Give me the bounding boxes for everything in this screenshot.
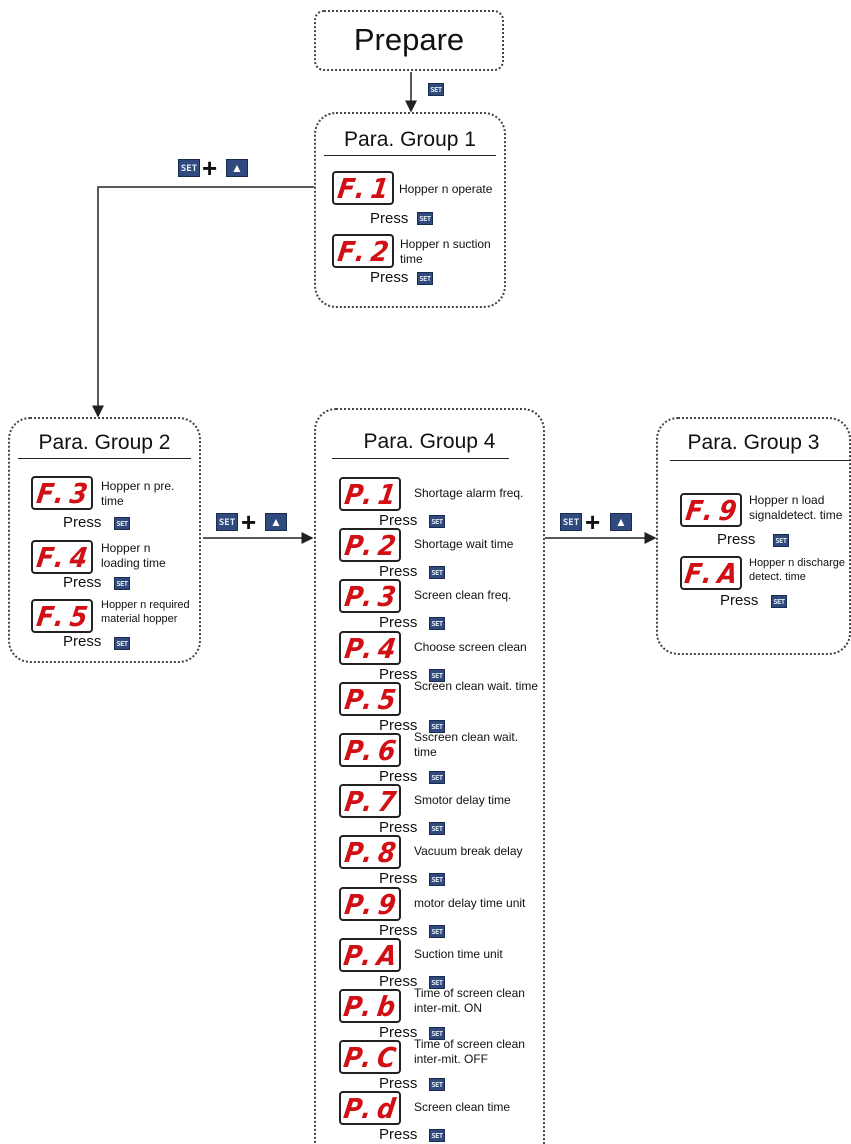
press-label: Press: [370, 269, 409, 286]
set-key-icon: SET: [429, 771, 445, 784]
press-label: Press: [379, 1075, 418, 1092]
display-f3: F.3: [31, 476, 93, 510]
label-f9: Hopper n load signaldetect. time: [749, 493, 843, 522]
display-p6: P.6: [339, 733, 401, 767]
label-p5: Screen clean wait. time: [414, 679, 539, 693]
press-label: Press: [379, 768, 418, 785]
press-label: Press: [717, 531, 756, 548]
set-key-icon: SET: [428, 83, 444, 96]
group2-title: Para. Group 2: [38, 431, 171, 454]
set-key-icon: SET: [771, 595, 787, 608]
set-key-icon: SET: [429, 720, 445, 733]
set-key-icon: SET: [429, 1078, 445, 1091]
display-f5: F.5: [31, 599, 93, 633]
display-p5: P.5: [339, 682, 401, 716]
press-label: Press: [379, 870, 418, 887]
label-fa: Hopper n discharge detect. time: [749, 557, 846, 583]
set-key-icon: SET: [429, 976, 445, 989]
display-p3: P.3: [339, 579, 401, 613]
press-label: Press: [379, 666, 418, 683]
press-label: Press: [63, 574, 102, 591]
label-p1: Shortage alarm freq.: [414, 486, 524, 500]
press-label: Press: [379, 717, 418, 734]
prepare-box: Prepare: [314, 10, 504, 71]
press-label: Press: [379, 614, 418, 631]
arrow-group1-to-group2: [92, 186, 314, 418]
press-label: Press: [379, 922, 418, 939]
display-p10: P.A: [339, 938, 401, 972]
up-arrow-key-icon: ▲: [610, 513, 632, 531]
label-p10: Suction time unit: [414, 947, 503, 961]
display-p9: P.9: [339, 887, 401, 921]
set-key-icon: SET: [417, 272, 433, 285]
display-f1: F.1: [332, 171, 394, 205]
label-p7: Smotor delay time: [414, 793, 511, 807]
set-key-icon: SET: [773, 534, 789, 547]
plus-sign: +: [585, 507, 601, 537]
set-key-icon: SET: [178, 159, 200, 177]
display-p13: P.d: [339, 1091, 401, 1125]
label-f1: Hopper n operate: [399, 182, 493, 196]
label-f3: Hopper n pre. time: [101, 479, 175, 508]
label-p11: Time of screen clean inter-mit. ON: [414, 986, 525, 1015]
press-label: Press: [379, 1126, 418, 1143]
label-f5: Hopper n required material hopper: [101, 599, 190, 625]
group3-box: Para. Group 3: [656, 417, 851, 655]
set-key-icon: SET: [429, 925, 445, 938]
press-label: Press: [379, 973, 418, 990]
label-p4: Choose screen clean: [414, 640, 527, 654]
label-f2: Hopper n suction time: [400, 237, 491, 266]
display-fa: F.A: [680, 556, 742, 590]
label-p13: Screen clean time: [414, 1100, 511, 1114]
display-p11: P.b: [339, 989, 401, 1023]
set-key-icon: SET: [429, 566, 445, 579]
press-label: Press: [370, 210, 409, 227]
display-p12: P.C: [339, 1040, 401, 1074]
press-label: Press: [379, 819, 418, 836]
display-p8: P.8: [339, 835, 401, 869]
set-key-icon: SET: [429, 515, 445, 528]
group3-title: Para. Group 3: [687, 431, 820, 454]
set-key-icon: SET: [114, 517, 130, 530]
plus-sign: +: [241, 507, 257, 537]
press-label: Press: [63, 633, 102, 650]
plus-sign: +: [202, 153, 218, 183]
group1-title: Para. Group 1: [344, 128, 476, 151]
label-p9: motor delay time unit: [414, 896, 526, 910]
group4-title: Para. Group 4: [363, 430, 496, 453]
label-f4: Hopper n loading time: [101, 541, 166, 570]
prepare-title: Prepare: [353, 22, 465, 57]
label-p6: Sscreen clean wait. time: [414, 730, 519, 759]
display-f4: F.4: [31, 540, 93, 574]
press-label: Press: [379, 512, 418, 529]
set-key-icon: SET: [216, 513, 238, 531]
set-key-icon: SET: [429, 1027, 445, 1040]
set-key-icon: SET: [417, 212, 433, 225]
press-label: Press: [63, 514, 102, 531]
display-p1: P.1: [339, 477, 401, 511]
label-p8: Vacuum break delay: [414, 844, 523, 858]
press-label: Press: [379, 563, 418, 580]
label-p3: Screen clean freq.: [414, 588, 512, 602]
press-label: Press: [720, 592, 759, 609]
display-p4: P.4: [339, 631, 401, 665]
press-label: Press: [379, 1024, 418, 1041]
set-key-icon: SET: [429, 669, 445, 682]
set-key-icon: SET: [560, 513, 582, 531]
label-p2: Shortage wait time: [414, 537, 514, 551]
set-key-icon: SET: [429, 617, 445, 630]
set-key-icon: SET: [429, 1129, 445, 1142]
up-arrow-key-icon: ▲: [265, 513, 287, 531]
label-p12: Time of screen clean inter-mit. OFF: [414, 1037, 525, 1066]
set-key-icon: SET: [114, 637, 130, 650]
up-arrow-key-icon: ▲: [226, 159, 248, 177]
display-f9: F.9: [680, 493, 742, 527]
set-key-icon: SET: [429, 873, 445, 886]
display-f2: F.2: [332, 234, 394, 268]
group1-box: Para. Group 1: [314, 112, 506, 308]
display-p2: P.2: [339, 528, 401, 562]
set-key-icon: SET: [114, 577, 130, 590]
display-p7: P.7: [339, 784, 401, 818]
set-key-icon: SET: [429, 822, 445, 835]
